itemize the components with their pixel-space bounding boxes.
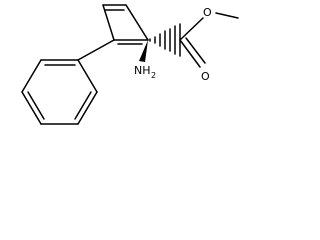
- phenyl-attach-bond: [77, 39, 115, 61]
- carbonyl-oxygen-label: O: [201, 70, 210, 83]
- carbonyl-double-bond-a: [179, 39, 201, 68]
- phenyl-bond-2: [21, 59, 42, 93]
- cyclopropene-ring: [102, 4, 149, 45]
- hashed-wedge-bond: [149, 23, 181, 57]
- carbonyl-to-ester-o-bond: [179, 17, 204, 41]
- carbonyl-double-bond-b: [185, 37, 206, 64]
- ester-group: [179, 12, 239, 68]
- phenyl-bond-5: [77, 91, 98, 125]
- phenyl-inner-bond-c: [74, 91, 92, 120]
- phenyl-bond-6: [77, 59, 98, 93]
- phenyl-ring: [21, 39, 115, 125]
- wedge-bond: [139, 40, 148, 62]
- amino-wedge-bond: [139, 40, 148, 62]
- amine-subscript: 2: [151, 71, 156, 80]
- ring-bond-right-upper: [125, 4, 149, 41]
- ester-oxygen-label: O: [203, 6, 212, 19]
- ring-bond-left: [102, 4, 115, 41]
- ester-o-to-methyl-bond: [215, 12, 239, 19]
- phenyl-bond-3: [21, 91, 42, 125]
- structure-diagram: O O NH 2: [21, 4, 239, 125]
- amine-label: NH: [134, 64, 151, 77]
- phenyl-inner-bond-b: [27, 91, 45, 120]
